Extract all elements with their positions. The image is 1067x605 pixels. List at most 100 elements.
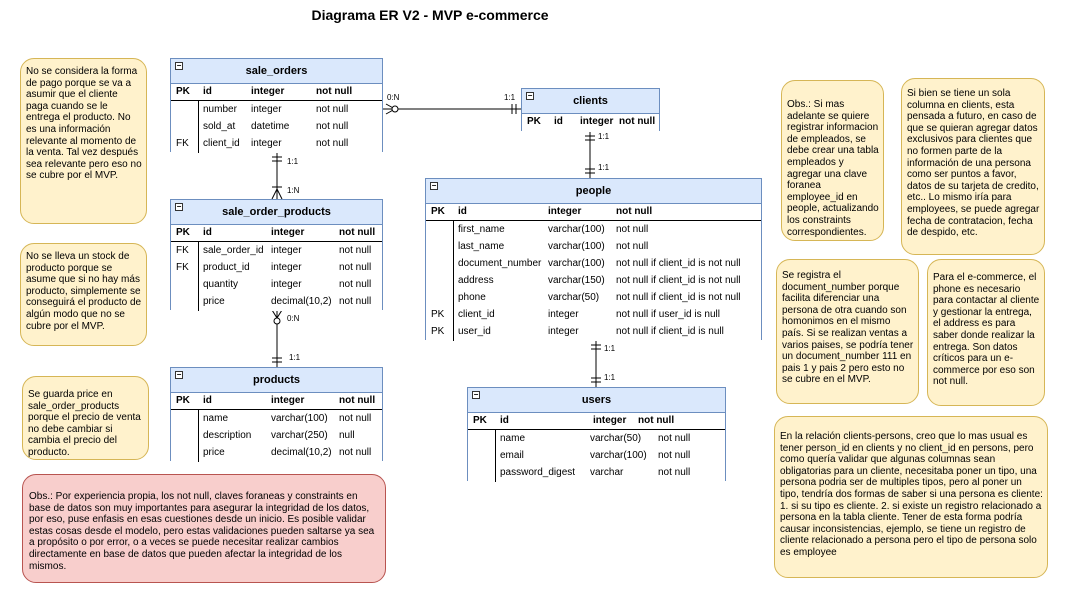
- column-name: number: [203, 104, 237, 115]
- column-type: varchar(100): [271, 413, 328, 424]
- column-name: name: [203, 413, 229, 424]
- key-cell: PK: [431, 309, 445, 320]
- pk-row: PK id integer not null: [522, 114, 659, 130]
- column-name: client_id: [203, 138, 240, 149]
- column-name: product_id: [203, 262, 250, 273]
- collapse-icon[interactable]: −: [430, 181, 438, 190]
- column-type: varchar(100): [548, 224, 605, 235]
- column-constraint: not null: [638, 415, 675, 426]
- pk-label: PK: [176, 86, 190, 97]
- column-type: integer: [548, 326, 579, 337]
- sop-products-crow-right: [276, 309, 283, 319]
- entity-people[interactable]: −people PK id integer not null first_nam…: [425, 178, 762, 341]
- label-clients-people-top: 1:1: [598, 132, 610, 141]
- entity-clients[interactable]: − clients PK id integer not null: [521, 88, 660, 132]
- sop-crowfoot-left: [271, 188, 278, 200]
- column-name: client_id: [458, 309, 495, 320]
- label-people-users-bottom: 1:1: [604, 373, 616, 382]
- note-document-number[interactable]: Se registra el document_number porque fa…: [776, 259, 919, 404]
- column-type: integer: [548, 206, 582, 217]
- column-type: integer: [271, 245, 302, 256]
- note-stock[interactable]: No se lleva un stock de producto porque …: [20, 243, 147, 346]
- label-orders-clients-left: 0:N: [387, 93, 400, 102]
- column-name: id: [203, 86, 212, 97]
- column-constraint: not null: [339, 279, 372, 290]
- label-orders-clients-right: 1:1: [504, 93, 516, 102]
- column-constraint: not null: [339, 447, 372, 458]
- collapse-icon[interactable]: −: [175, 202, 183, 211]
- column-constraint: not null: [339, 296, 372, 307]
- column-name: last_name: [458, 241, 505, 252]
- table-row: price decimal(10,2) not null: [171, 444, 382, 461]
- column-constraint: not null: [316, 121, 349, 132]
- column-constraint: null: [339, 430, 355, 441]
- label-sop-products-top: 0:N: [287, 314, 300, 323]
- collapse-icon[interactable]: −: [175, 370, 183, 379]
- column-name: id: [203, 227, 212, 238]
- note-payment[interactable]: No se considera la forma de pago porque …: [20, 58, 147, 224]
- note-single-column[interactable]: Si bien se tiene un sola columna en clie…: [901, 78, 1045, 255]
- column-constraint: not null: [316, 86, 353, 97]
- column-type: integer: [580, 116, 614, 127]
- label-orders-sop-bottom: 1:N: [287, 186, 300, 195]
- entity-sale-orders[interactable]: −sale_orders PK id integer not null numb…: [170, 58, 383, 153]
- note-clients-persons[interactable]: En la relación clients-persons, creo que…: [774, 416, 1048, 578]
- pk-row: PK id integer not null: [171, 393, 382, 410]
- sop-zero-circle: [273, 317, 281, 325]
- entity-title: clients: [573, 95, 608, 107]
- entity-sale-order-products[interactable]: −sale_order_products PK id integer not n…: [170, 199, 383, 311]
- column-constraint: not null: [658, 467, 691, 478]
- column-constraint: not null: [339, 227, 376, 238]
- column-type: decimal(10,2): [271, 296, 332, 307]
- column-constraint: not null: [616, 241, 649, 252]
- column-type: varchar(100): [548, 241, 605, 252]
- note-integrity[interactable]: Obs.: Por experiencia propia, los not nu…: [22, 474, 386, 583]
- column-type: decimal(10,2): [271, 447, 332, 458]
- pk-label: PK: [473, 415, 487, 426]
- column-type: integer: [251, 86, 285, 97]
- column-constraint: not null if client_id is not null: [616, 275, 741, 286]
- collapse-icon[interactable]: −: [472, 390, 480, 399]
- column-constraint: not null: [616, 224, 649, 235]
- note-price[interactable]: Se guarda price en sale_order_products p…: [22, 376, 149, 460]
- key-cell: PK: [431, 326, 445, 337]
- collapse-icon[interactable]: −: [175, 61, 183, 70]
- column-name: quantity: [203, 279, 239, 290]
- column-name: document_number: [458, 258, 542, 269]
- collapse-icon[interactable]: −: [526, 91, 534, 100]
- column-type: varchar(250): [271, 430, 328, 441]
- column-type: varchar(150): [548, 275, 605, 286]
- column-name: user_id: [458, 326, 491, 337]
- column-type: integer: [548, 309, 579, 320]
- column-constraint: not null: [316, 104, 349, 115]
- column-name: price: [203, 447, 225, 458]
- label-sop-products-bottom: 1:1: [289, 353, 301, 362]
- column-name: id: [500, 415, 509, 426]
- column-constraint: not null: [619, 116, 656, 127]
- column-type: integer: [271, 395, 305, 406]
- sop-products-crow-left: [271, 309, 278, 319]
- diagram-title: Diagrama ER V2 - MVP e-commerce: [311, 7, 549, 23]
- label-orders-sop-top: 1:1: [287, 157, 299, 166]
- column-type: varchar(50): [590, 433, 642, 444]
- column-constraint: not null if client_id is not null: [616, 258, 741, 269]
- column-name: price: [203, 296, 225, 307]
- pk-row: PK id integer not null: [468, 413, 725, 430]
- label-clients-people-bottom: 1:1: [598, 163, 610, 172]
- note-phone-address[interactable]: Para el e-commerce, el phone es necesari…: [927, 259, 1045, 406]
- column-name: address: [458, 275, 494, 286]
- column-type: integer: [271, 262, 302, 273]
- column-constraint: not null: [658, 450, 691, 461]
- note-employees[interactable]: Obs.: Si mas adelante se quiere registra…: [781, 80, 884, 241]
- column-name: password_digest: [500, 467, 576, 478]
- pk-label: PK: [176, 395, 190, 406]
